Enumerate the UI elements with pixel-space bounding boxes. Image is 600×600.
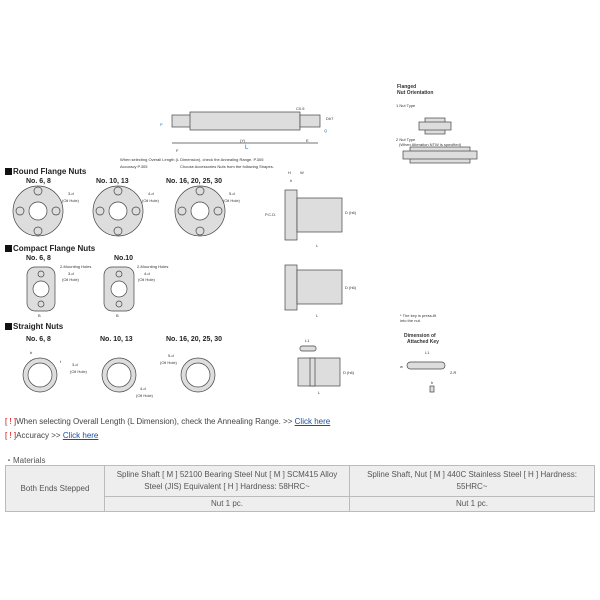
dim-B: B bbox=[116, 313, 119, 318]
materials-label: ・Materials bbox=[5, 456, 46, 465]
section-round-flange: Round Flange Nuts bbox=[5, 167, 86, 176]
key-note: * The key is press-fit into the nut. bbox=[400, 313, 437, 323]
dim-t: t bbox=[60, 359, 62, 364]
hole-label: 3-d bbox=[72, 362, 78, 367]
technical-drawing: F (Y) E L P Q Dh7 C0.5 Flanged Nut Orien… bbox=[5, 84, 478, 398]
dim-L1: L1 bbox=[305, 338, 310, 343]
size-label: No. 6, 8 bbox=[26, 255, 51, 262]
key-L1: L1 bbox=[425, 350, 430, 355]
oil-label: (Oil Hole) bbox=[136, 393, 153, 398]
warning-bracket: [ ! ] bbox=[5, 417, 17, 426]
hole-label: 4-d bbox=[140, 386, 146, 391]
dim-P: P bbox=[160, 122, 163, 127]
oil-label: (Oil Hole) bbox=[223, 198, 240, 203]
key-w: w bbox=[400, 364, 403, 369]
oil-label: (Oil Hole) bbox=[62, 198, 79, 203]
annealing-click-here-link[interactable]: Click here bbox=[294, 417, 331, 426]
hole-label: 4-d bbox=[148, 191, 154, 196]
size-label: No. 10, 13 bbox=[96, 178, 129, 185]
nut-qty-cell: Nut 1 pc. bbox=[104, 496, 350, 512]
warning-bracket: [ ! ] bbox=[5, 431, 17, 440]
size-label: No. 16, 20, 25, 30 bbox=[166, 336, 223, 343]
size-label: No.10 bbox=[114, 255, 134, 262]
size-label: No. 6, 8 bbox=[26, 336, 51, 343]
dim-Dh7: Dh7 bbox=[326, 116, 334, 121]
key-b: b bbox=[431, 380, 434, 385]
orientation-type1: 1 Nut Type bbox=[396, 103, 416, 108]
dim-B: B bbox=[38, 313, 41, 318]
accuracy-click-here-link[interactable]: Click here bbox=[62, 431, 99, 440]
dim-h: h bbox=[290, 178, 293, 183]
table-row: Nut 1 pc. Nut 1 pc. bbox=[6, 496, 595, 512]
note-text: Accuracy >> bbox=[16, 431, 63, 440]
shaft-end-right bbox=[299, 114, 321, 128]
dim-L: L bbox=[316, 243, 319, 248]
drawing-lines bbox=[12, 111, 478, 393]
hole-label: 3-d bbox=[68, 191, 74, 196]
mount-label: 2-Mounting Holes bbox=[60, 264, 92, 269]
size-label: No. 10, 13 bbox=[100, 336, 133, 343]
small-note-2: Accuracy P.305 bbox=[120, 164, 148, 169]
accuracy-note: [ ! ]Accuracy >> Click here bbox=[5, 431, 98, 440]
material-cell: Spline Shaft, Nut [ M ] 440C Stainless S… bbox=[349, 465, 595, 497]
dim-PCD: P.C.D. bbox=[265, 212, 277, 217]
material-cell: Spline Shaft [ M ] 52100 Bearing Steel N… bbox=[104, 465, 350, 497]
dim-H: H bbox=[288, 170, 291, 175]
dim-D: D (h6) bbox=[345, 210, 357, 215]
orientation-type2-note: (When Alteration NTW is specified) bbox=[399, 142, 462, 147]
dim-F: F bbox=[176, 148, 179, 153]
mount-label: 2-Mounting Holes bbox=[137, 264, 169, 269]
nut-qty-cell: Nut 1 pc. bbox=[349, 496, 595, 512]
orientation-type2: 2 Nut Type bbox=[396, 137, 416, 142]
dim-b: b bbox=[30, 350, 33, 355]
dim-L: L bbox=[318, 390, 321, 395]
key-title-2: Attached Key bbox=[407, 339, 439, 345]
hole-label: 5-d bbox=[229, 191, 235, 196]
hole-label: 3-d bbox=[68, 271, 74, 276]
oil-label: (Oil Hole) bbox=[70, 369, 87, 374]
orientation-title-1: Flanged bbox=[397, 84, 417, 90]
size-label: No. 6, 8 bbox=[26, 178, 51, 185]
shaft-spline bbox=[189, 111, 301, 131]
dim-E: E bbox=[306, 138, 309, 143]
dim-chamfer: C0.5 bbox=[296, 106, 305, 111]
oil-label: (Oil Hole) bbox=[62, 277, 79, 282]
oil-label: (Oil Hole) bbox=[160, 360, 177, 365]
size-label: No. 16, 20, 25, 30 bbox=[166, 178, 223, 185]
small-note-3: Choose Accessories Nuts from the followi… bbox=[180, 164, 274, 169]
oil-label: (Oil Hole) bbox=[138, 277, 155, 282]
small-note-1: When selecting Overall Length (L Dimensi… bbox=[120, 157, 264, 162]
dim-D: D (h6) bbox=[345, 285, 357, 290]
dim-D: D (h6) bbox=[343, 370, 355, 375]
orientation-title-2: Nut Orientation bbox=[397, 90, 434, 96]
annealing-note: [ ! ]When selecting Overall Length (L Di… bbox=[5, 417, 330, 426]
key-R: 2-R bbox=[450, 370, 457, 375]
shaft-end-left bbox=[171, 114, 193, 128]
hole-label: 4-d bbox=[144, 271, 150, 276]
table-row: Both Ends Stepped Spline Shaft [ M ] 521… bbox=[5, 465, 595, 512]
row-header: Both Ends Stepped bbox=[5, 465, 105, 512]
section-compact-flange: Compact Flange Nuts bbox=[5, 244, 95, 253]
dim-L: L bbox=[245, 145, 249, 151]
dim-Y: (Y) bbox=[240, 138, 246, 143]
section-straight: Straight Nuts bbox=[5, 322, 63, 331]
note-text: When selecting Overall Length (L Dimensi… bbox=[16, 417, 295, 426]
dim-W: W bbox=[300, 170, 304, 175]
dim-Q: Q bbox=[324, 128, 328, 133]
dim-L: L bbox=[316, 313, 319, 318]
oil-label: (Oil Hole) bbox=[142, 198, 159, 203]
hole-label: 5-d bbox=[168, 353, 174, 358]
key-title-1: Dimension of bbox=[404, 333, 436, 339]
materials-table: Both Ends Stepped Spline Shaft [ M ] 521… bbox=[5, 465, 595, 512]
